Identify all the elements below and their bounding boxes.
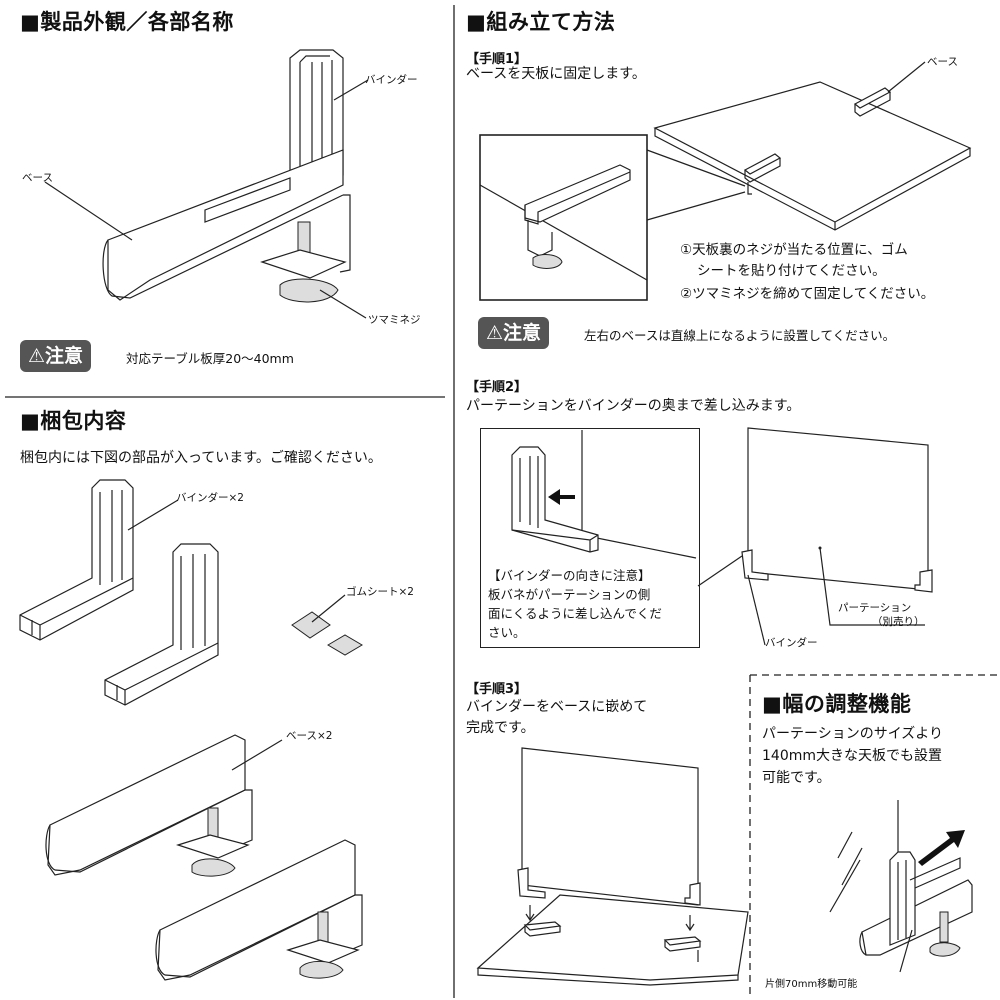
step2-sold-separately-label: （別売り） bbox=[872, 616, 925, 628]
assembly-title: ■組み立て方法 bbox=[466, 10, 616, 34]
step2-box-line-2: 板バネがパーテーションの側 bbox=[488, 587, 651, 602]
step2-text: パーテーションをバインダーの奥まで差し込みます。 bbox=[466, 398, 801, 414]
step1-note-3: ②ツマミネジを締めて固定してください。 bbox=[680, 286, 935, 302]
appearance-caution-badge: ⚠注意 bbox=[20, 340, 92, 372]
step1-caution-badge: ⚠注意 bbox=[478, 317, 550, 349]
step1-text: ベースを天板に固定します。 bbox=[466, 66, 646, 82]
step2-binder-label: バインダー bbox=[765, 637, 818, 649]
package-title: ■梱包内容 bbox=[20, 409, 127, 433]
arrow-up-right-icon bbox=[918, 830, 965, 866]
base-label: ベース bbox=[22, 172, 53, 184]
step1-label: 【手順1】 bbox=[466, 52, 528, 67]
appearance-title: ■製品外観／各部名称 bbox=[20, 10, 234, 34]
width-adjust-line-3: 可能です。 bbox=[762, 770, 831, 786]
binder-x2-label: バインダー×2 bbox=[176, 492, 244, 504]
step1-note-1: ①天板裏のネジが当たる位置に、ゴム bbox=[680, 242, 908, 258]
step1-base-label: ベース bbox=[927, 56, 958, 68]
width-adjust-line-2: 140mm大きな天板でも設置 bbox=[762, 748, 942, 764]
step2-box-line-4: さい。 bbox=[488, 625, 526, 640]
base-x2-label: ベース×2 bbox=[286, 730, 333, 742]
step2-label: 【手順2】 bbox=[466, 380, 528, 395]
step2-box-line-1: 【バインダーの向きに注意】 bbox=[488, 568, 651, 583]
warning-triangle-icon: ⚠注意 bbox=[486, 322, 542, 344]
package-description: 梱包内には下図の部品が入っています。ご確認ください。 bbox=[20, 450, 382, 466]
arrow-left-icon bbox=[548, 489, 575, 505]
step2-partition-label: パーテーション bbox=[838, 602, 912, 614]
step3-line-2: 完成です。 bbox=[466, 720, 535, 736]
move-70mm-label: 片側70mm移動可能 bbox=[765, 979, 858, 990]
step1-note-2: シートを貼り付けてください。 bbox=[697, 263, 886, 279]
width-adjust-line-1: パーテーションのサイズより bbox=[762, 726, 944, 742]
step3-label: 【手順3】 bbox=[466, 682, 528, 697]
rubber-sheet-x2-label: ゴムシート×2 bbox=[346, 586, 414, 598]
warning-triangle-icon: ⚠注意 bbox=[28, 345, 84, 367]
step1-caution-note: 左右のベースは直線上になるように設置してください。 bbox=[584, 328, 896, 343]
binder-label: バインダー bbox=[365, 74, 418, 86]
width-adjust-title: ■幅の調整機能 bbox=[762, 692, 912, 716]
step3-line-1: バインダーをベースに嵌めて bbox=[466, 699, 648, 715]
step2-box-line-3: 面にくるように差し込んでくだ bbox=[488, 606, 662, 621]
appearance-caution-note: 対応テーブル板厚20～40mm bbox=[126, 351, 294, 366]
knob-screw-label: ツマミネジ bbox=[368, 314, 421, 326]
